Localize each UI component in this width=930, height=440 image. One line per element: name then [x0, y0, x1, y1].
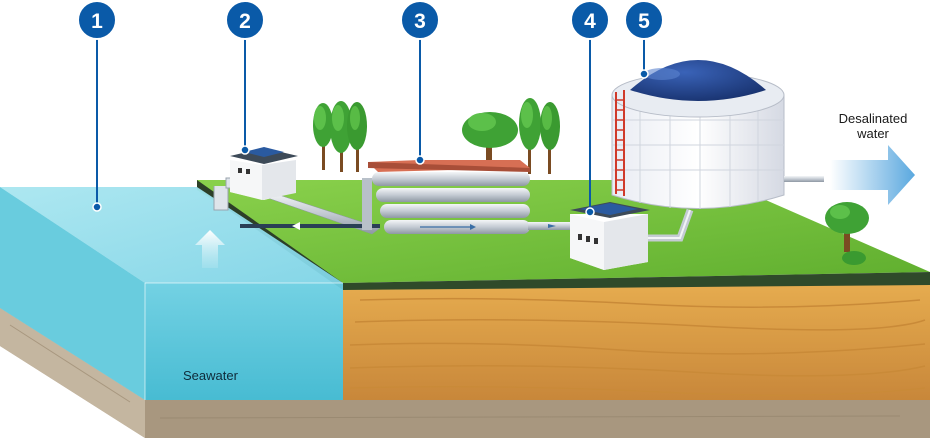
callout-number: 1: [91, 10, 103, 33]
bedrock-layer: [0, 308, 930, 438]
product-pipe: [648, 208, 694, 242]
tree-icon: [330, 101, 352, 172]
tree-group-left: [313, 101, 367, 172]
callout-3: 3: [400, 0, 440, 165]
tree-icon: [540, 102, 560, 174]
callout-5: 5: [624, 0, 664, 79]
ladder-icon: [615, 90, 625, 196]
outflow-pipe: [784, 176, 824, 182]
membrane-module-rack: [362, 160, 530, 234]
callout-number: 4: [584, 10, 596, 33]
outflow-arrow-icon: [830, 145, 915, 205]
desalinated-water-label-line2: water: [856, 126, 889, 141]
callout-2: 2: [225, 0, 265, 155]
tree-icon: [313, 103, 333, 170]
intake-arrow-icon: [195, 230, 225, 268]
callout-number: 3: [414, 10, 426, 33]
soil-layer: [343, 283, 930, 400]
post-treatment-building: [570, 202, 650, 270]
solar-panel-icon: [580, 203, 638, 215]
solar-panel-icon: [244, 147, 284, 157]
seawater-body: [0, 187, 343, 400]
reject-line: [240, 222, 380, 230]
tree-group-middle: [462, 98, 560, 174]
callout-1: 1: [77, 0, 117, 212]
desalinated-water-label-line1: Desalinated: [839, 111, 908, 126]
tree-icon: [347, 102, 367, 172]
tree-icon: [825, 202, 869, 265]
intake-pump-building: [230, 147, 298, 200]
callout-number: 5: [638, 10, 650, 33]
storage-tank: [611, 60, 785, 209]
permeate-pipe: [528, 222, 574, 230]
callout-4: 4: [570, 0, 610, 217]
seawater-label: Seawater: [183, 368, 239, 383]
callout-number: 2: [239, 10, 251, 33]
tree-icon: [462, 112, 518, 164]
tree-icon: [519, 98, 541, 174]
